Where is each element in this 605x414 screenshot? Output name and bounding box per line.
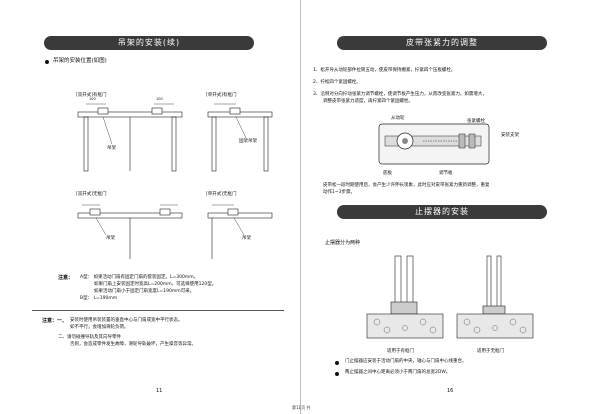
caution-line: 如不平行，会增加滑轮负荷。	[70, 325, 129, 330]
footer-text: 第11页 共	[292, 405, 311, 410]
stopper-caption: 适用于无框门	[477, 349, 504, 354]
caution-line: 二、请勿碰撞导轨及其向导零件	[58, 335, 121, 340]
divider-line	[32, 310, 284, 311]
right-page-title: 皮带张紧力的调整	[337, 36, 547, 50]
stopper-heading: 止摆器分为两种	[325, 240, 361, 246]
hanger-diagram-double-frameless	[77, 204, 183, 259]
dimension-label: 100	[89, 97, 96, 101]
dimension-label: 100	[156, 97, 163, 101]
bullet-dot	[335, 361, 339, 365]
belt-label: 安装支架	[501, 133, 519, 138]
note-line: A型： 如果活动门扇有固定门扇的套装固定。L=300mm。	[80, 275, 199, 280]
stopper-caption: 适用于有框门	[387, 349, 414, 354]
belt-tension-diagram	[378, 123, 490, 165]
diagram-caption: [单开式]有框门	[206, 93, 237, 98]
notes-label: 注意：	[58, 275, 74, 281]
page-number: 16	[447, 388, 454, 394]
step-line: 调整皮带张紧力适度，再拧紧四个紧固螺栓。	[323, 99, 413, 104]
left-page-title: 吊架的安装(续)	[44, 36, 254, 50]
stopper-bullet: 两止摆器之间中心距离必须小于两门扇的总宽2DW。	[345, 370, 451, 375]
caution-label: 注意：一、	[42, 318, 68, 324]
note-line: B型： L=190mm	[80, 296, 118, 301]
hanger-label: 吊架	[107, 146, 116, 151]
hanger-label: 吊架	[242, 236, 251, 241]
page-divider	[300, 0, 301, 414]
diagram-caption: [双开式]无框门	[76, 192, 107, 197]
caution-line: 否则，会造成零件发生故障，滑轮导轨破坏，产生噪音等异常。	[70, 342, 196, 347]
step-line: 1、松开导从动轮部件拉筒五动，使皮带保持绷紧，拧紧四个压板螺栓。	[313, 68, 456, 73]
note-line: 如果活动门扇小于固定门扇宽度L=190mm可采。	[94, 289, 195, 294]
stopper-diagram-frameless	[456, 255, 534, 339]
diagram-caption: [单开式]无框门	[206, 192, 237, 197]
stopper-diagram-framed	[366, 255, 444, 339]
caution-line: 安装时使用吊装装置的垂直中心与门扇或宽中平行状态。	[70, 318, 183, 323]
left-page: 吊架的安装(续) 吊架的安装位置(如图) [双开式]有框门 100 100 吊架…	[6, 8, 296, 403]
hanger-diagram-double-framed	[77, 103, 183, 172]
belt-label: 张紧螺栓	[467, 119, 485, 124]
section-heading: 吊架的安装位置(如图)	[53, 58, 107, 64]
stopper-title: 止摆器的安装	[337, 205, 547, 219]
right-page: 皮带张紧力的调整 1、松开导从动轮部件拉筒五动，使皮带保持绷紧，拧紧四个压板螺栓…	[305, 8, 595, 403]
diagram-caption: [双开式]有框门	[76, 93, 107, 98]
page-number: 11	[156, 388, 163, 394]
belt-label: 底板	[383, 171, 392, 176]
step-line: 2、拧松四个紧固螺栓。	[313, 80, 361, 85]
bullet-dot	[45, 60, 49, 64]
belt-label: 从动轮	[391, 116, 405, 121]
after-note-line: 皮带松一段时期使用后，会产生少许伸长现象，此时应对皮带张紧力重新调整，重复	[323, 183, 490, 188]
hanger-diagram-single-framed	[207, 103, 273, 172]
hanger-label: 吊架	[106, 236, 115, 241]
fixed-hanger-label: 固架吊架	[239, 139, 257, 144]
step-line: 3、沿侧对分向拧动张紧力调节螺栓，使调节板产生压力，从而改变张紧力。如需增大，	[313, 92, 487, 97]
bullet-dot	[335, 372, 339, 376]
belt-label: 调节板	[439, 171, 453, 176]
hanger-diagram-single-frameless	[207, 204, 273, 259]
stopper-bullet: 门止摆器应安装于活动门扇的中央，轴心与门扇中心线重合。	[345, 359, 467, 364]
after-note-line: 动作1~3步骤。	[323, 190, 355, 195]
note-line: 如果门扇上安装固定时宽高L=200mm，可选择使用120型。	[94, 282, 217, 287]
